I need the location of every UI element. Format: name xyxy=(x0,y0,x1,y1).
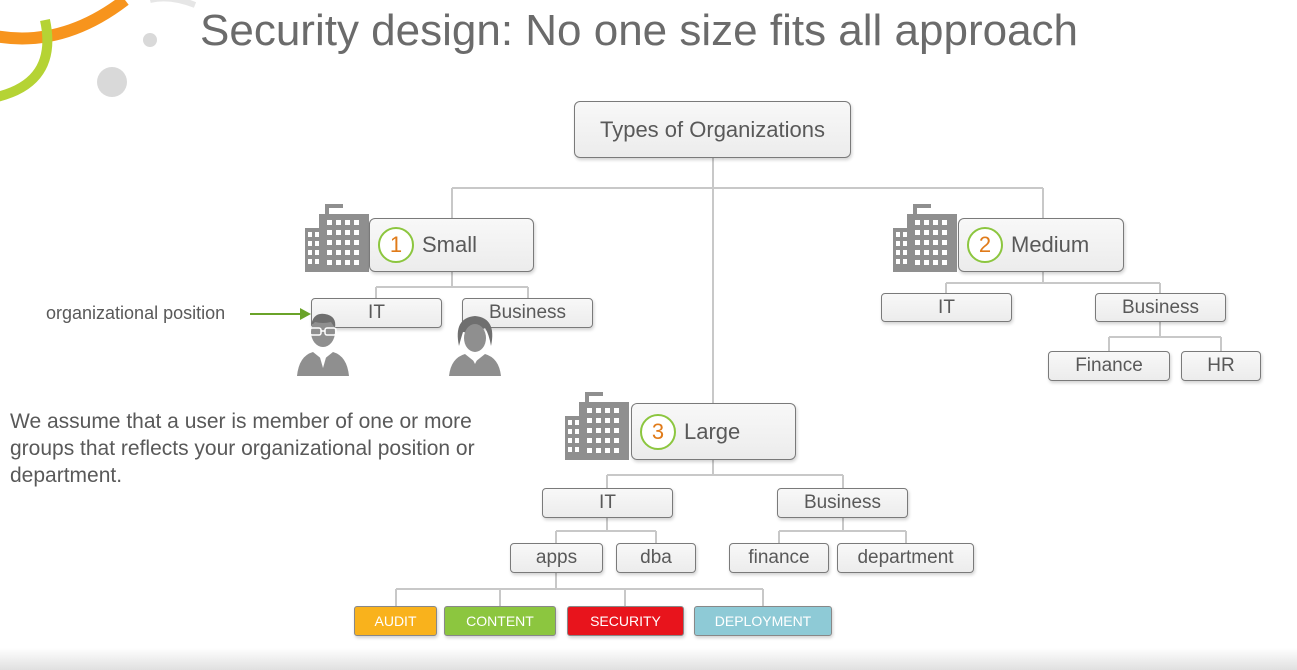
large-it-node: IT xyxy=(542,488,673,518)
large-it-label: IT xyxy=(599,492,616,513)
medium-business-node: Business xyxy=(1095,293,1226,322)
deployment-tag-label: DEPLOYMENT xyxy=(714,613,812,629)
medium-it-node: IT xyxy=(881,293,1012,322)
medium-finance-node: Finance xyxy=(1048,351,1170,381)
building-icon xyxy=(565,392,629,460)
org-small-label: Small xyxy=(422,232,478,257)
large-apps-label: apps xyxy=(535,547,578,568)
medium-it-label: IT xyxy=(938,296,955,318)
content-tag: CONTENT xyxy=(444,606,556,636)
org-medium-node: 2 Medium xyxy=(958,218,1124,272)
org-large-node: 3 Large xyxy=(631,403,796,460)
decorative-arcs xyxy=(0,0,197,102)
large-finance-label: finance xyxy=(748,547,810,568)
medium-hr-node: HR xyxy=(1181,351,1261,381)
audit-tag-label: AUDIT xyxy=(374,613,417,629)
large-business-label: Business xyxy=(803,492,882,513)
large-finance-node: finance xyxy=(729,543,829,573)
number-badge: 2 xyxy=(967,227,1003,263)
org-large-label: Large xyxy=(684,418,741,444)
large-department-label: department xyxy=(857,547,954,568)
number-badge: 3 xyxy=(640,413,676,450)
deployment-tag: DEPLOYMENT xyxy=(694,606,832,636)
page-title: Security design: No one size fits all ap… xyxy=(200,6,1079,55)
large-department-node: department xyxy=(837,543,974,573)
large-apps-node: apps xyxy=(510,543,603,573)
org-small-node: 1 Small xyxy=(369,218,534,272)
large-dba-node: dba xyxy=(616,543,696,573)
audit-tag: AUDIT xyxy=(354,606,437,636)
tree-lines xyxy=(375,158,1222,606)
small-business-label: Business xyxy=(488,302,567,323)
root-node: Types of Organizations xyxy=(574,101,851,158)
medium-finance-label: Finance xyxy=(1075,355,1143,376)
large-business-node: Business xyxy=(777,488,908,518)
small-it-label: IT xyxy=(368,302,385,323)
security-tag: SECURITY xyxy=(567,606,684,636)
security-tag-label: SECURITY xyxy=(590,613,661,629)
medium-business-label: Business xyxy=(1121,296,1200,318)
root-node-label: Types of Organizations xyxy=(599,116,825,142)
building-icon xyxy=(305,204,369,272)
annotation-label: organizational position xyxy=(46,303,226,323)
org-medium-label: Medium xyxy=(1011,232,1090,257)
large-dba-label: dba xyxy=(640,547,672,568)
medium-hr-label: HR xyxy=(1207,355,1235,376)
explanation-text: We assume that a user is member of one o… xyxy=(10,410,475,487)
bottom-fade xyxy=(0,648,1297,670)
building-icon xyxy=(893,204,957,272)
arrow-icon xyxy=(250,308,311,320)
female-user-icon xyxy=(449,316,501,376)
content-tag-label: CONTENT xyxy=(466,613,534,629)
number-badge: 1 xyxy=(378,227,414,263)
male-user-icon xyxy=(297,313,349,376)
